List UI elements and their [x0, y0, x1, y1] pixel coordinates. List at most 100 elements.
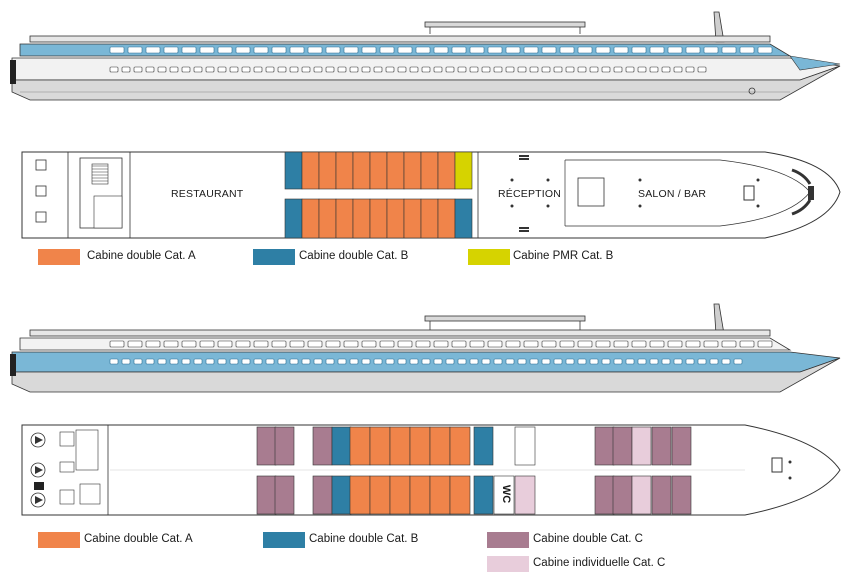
ship-window	[385, 358, 395, 365]
cabin-a	[369, 475, 391, 515]
ship-window	[163, 340, 179, 348]
cabin-c	[671, 475, 692, 515]
cabin-c	[274, 475, 295, 515]
ship-window	[445, 358, 455, 365]
ship-window	[505, 358, 515, 365]
ship-window	[145, 66, 155, 73]
ship-window	[217, 358, 227, 365]
cabin-a	[409, 475, 431, 515]
ship-window	[307, 340, 323, 348]
wc-room	[493, 475, 515, 515]
ship-window	[529, 66, 539, 73]
ship-window	[541, 358, 551, 365]
ship-window	[415, 46, 431, 54]
ship-window	[541, 66, 551, 73]
ship-window	[193, 358, 203, 365]
ship-window	[481, 66, 491, 73]
ship-window	[241, 358, 251, 365]
ship-window	[397, 358, 407, 365]
ship-window	[253, 340, 269, 348]
cabin-single	[514, 475, 536, 515]
ship-window	[229, 358, 239, 365]
ship-window	[253, 358, 263, 365]
ship-window	[559, 340, 575, 348]
cabin-a	[429, 475, 451, 515]
ship-window	[457, 358, 467, 365]
cabin-b	[331, 426, 352, 466]
legend-swatch-cat-b	[253, 249, 295, 265]
cabin-b	[454, 198, 473, 239]
ship-window	[433, 340, 449, 348]
cabin-c	[651, 426, 672, 466]
ship-window	[199, 340, 215, 348]
ship-window	[109, 66, 119, 73]
ship-window	[343, 340, 359, 348]
ship-window	[625, 358, 635, 365]
ship-window	[385, 66, 395, 73]
cabin-c	[256, 426, 277, 466]
sun-deck-awning	[424, 21, 586, 28]
ship-window	[553, 358, 563, 365]
cabin-a	[429, 426, 451, 466]
ship-window	[613, 358, 623, 365]
legend2-swatch-cat-c-double	[487, 532, 529, 548]
ship-window	[337, 66, 347, 73]
ship-window	[757, 46, 773, 54]
ship-window	[109, 340, 125, 348]
ship-window	[169, 66, 179, 73]
ship-window	[361, 340, 377, 348]
ship-window	[505, 340, 521, 348]
cabin-c	[312, 475, 333, 515]
ship-window	[289, 340, 305, 348]
ship-window	[739, 46, 755, 54]
ship-window	[145, 340, 161, 348]
legend2-label-cat-c-double: Cabine double Cat. C	[533, 533, 643, 545]
ship-window	[253, 46, 269, 54]
ship-window	[577, 358, 587, 365]
ship-window	[661, 66, 671, 73]
ship-window	[613, 66, 623, 73]
ship-window	[235, 340, 251, 348]
ship-window	[595, 340, 611, 348]
ship-window	[409, 66, 419, 73]
ship-window	[349, 358, 359, 365]
ship-window	[379, 46, 395, 54]
ship-window	[121, 66, 131, 73]
ship-window	[667, 46, 683, 54]
ship-window	[397, 46, 413, 54]
ship-window	[469, 340, 485, 348]
ship-window	[667, 340, 683, 348]
ship-window	[703, 340, 719, 348]
legend2-swatch-cat-b	[263, 532, 305, 548]
ship-window	[127, 340, 143, 348]
ship-window	[163, 46, 179, 54]
ship-window	[433, 358, 443, 365]
ship-window	[469, 46, 485, 54]
ship-window	[325, 46, 341, 54]
ship-window	[523, 340, 539, 348]
legend-swatch-cat-a	[38, 249, 80, 265]
ship-window	[133, 66, 143, 73]
ship-window	[169, 358, 179, 365]
ship-window	[109, 358, 119, 365]
ship-window	[181, 340, 197, 348]
hull	[11, 65, 841, 101]
ship-window	[313, 358, 323, 365]
cabin-c	[671, 426, 692, 466]
ship-window	[451, 340, 467, 348]
ship-window	[631, 46, 647, 54]
ship-window	[577, 66, 587, 73]
ship-window	[205, 358, 215, 365]
ship-window	[721, 358, 731, 365]
ship-window	[109, 46, 125, 54]
ship-window	[637, 358, 647, 365]
ship-window	[379, 340, 395, 348]
ship-window	[253, 66, 263, 73]
ship-window	[289, 66, 299, 73]
ship-window	[733, 358, 743, 365]
room-label-salon-bar: SALON / BAR	[638, 188, 707, 200]
ship-window	[625, 66, 635, 73]
cabin-b	[473, 475, 494, 515]
